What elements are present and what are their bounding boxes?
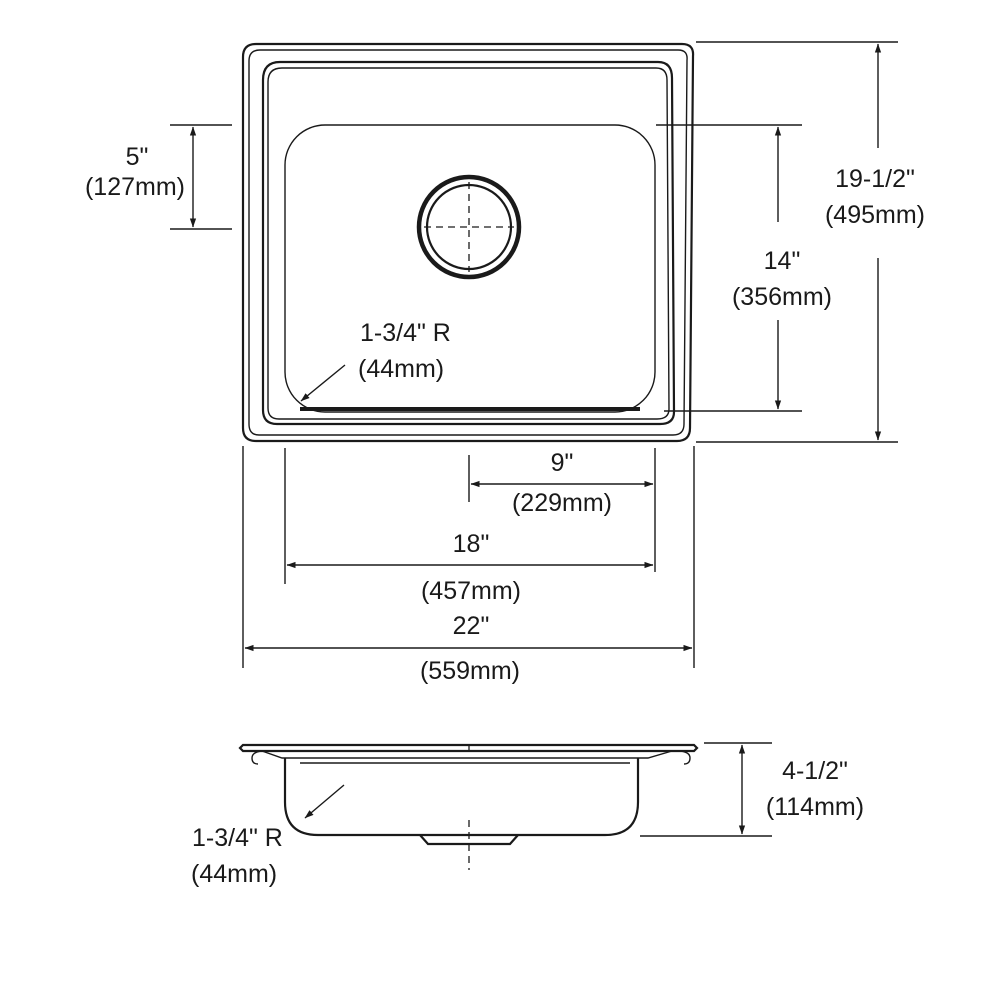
label-bowl-depth-imperial: 14" [764,247,801,275]
label-overall-depth-imperial: 19-1/2" [835,165,915,193]
sink-deck-inner-edge [267,67,670,420]
sink-deck-outline [261,60,676,426]
dimension-overall-depth: 19-1/2" (495mm) [696,41,925,443]
label-corner-radius-metric: (44mm) [358,355,444,383]
sink-rim-inner-edge [248,49,688,436]
drain [416,174,522,280]
side-rim-lip [261,750,673,759]
side-rim-flange [238,743,699,753]
dimension-bowl-width: 18" (457mm) [284,448,654,605]
sink-bowl-outline [284,124,656,413]
sink-side-view: 4-1/2" (114mm) 1-3/4" R (44mm) [191,742,864,888]
dimension-drain-offset-x: 9" (229mm) [468,448,656,572]
callout-bowl-corner-radius: 1-3/4" R (44mm) [300,319,451,402]
dimension-bowl-depth: 14" (356mm) [656,124,832,412]
label-corner-radius-imperial: 1-3/4" R [360,319,451,347]
label-bowl-height-imperial: 4-1/2" [782,757,848,785]
label-drain-offset-x-metric: (229mm) [512,489,612,517]
label-overall-width-imperial: 22" [453,612,490,640]
label-overall-depth-metric: (495mm) [825,201,925,229]
label-overall-width-metric: (559mm) [420,657,520,685]
dimension-drain-offset-y: 5" (127mm) [85,124,232,230]
callout-side-corner-radius: 1-3/4" R (44mm) [191,784,345,888]
label-bowl-height-metric: (114mm) [766,793,864,821]
label-drain-offset-x-imperial: 9" [551,449,574,477]
label-side-corner-radius-imperial: 1-3/4" R [192,824,283,852]
side-mounting-clip-right [679,750,691,765]
sink-top-view: 5" (127mm) 19-1/2" (495mm) 14" (356mm) 1… [85,41,925,685]
sink-outer-rim [241,42,695,443]
label-bowl-width-metric: (457mm) [421,577,521,605]
label-side-corner-radius-metric: (44mm) [191,860,277,888]
drain-outer-ring [416,174,522,280]
dimension-bowl-height: 4-1/2" (114mm) [640,742,864,837]
label-bowl-width-imperial: 18" [453,530,490,558]
dimension-overall-width: 22" (559mm) [242,446,695,685]
label-bowl-depth-metric: (356mm) [732,283,832,311]
side-bowl-body [283,758,640,837]
label-drain-offset-y-metric: (127mm) [85,173,185,201]
side-mounting-clip-left [251,750,263,765]
label-drain-offset-y-imperial: 5" [126,143,149,171]
